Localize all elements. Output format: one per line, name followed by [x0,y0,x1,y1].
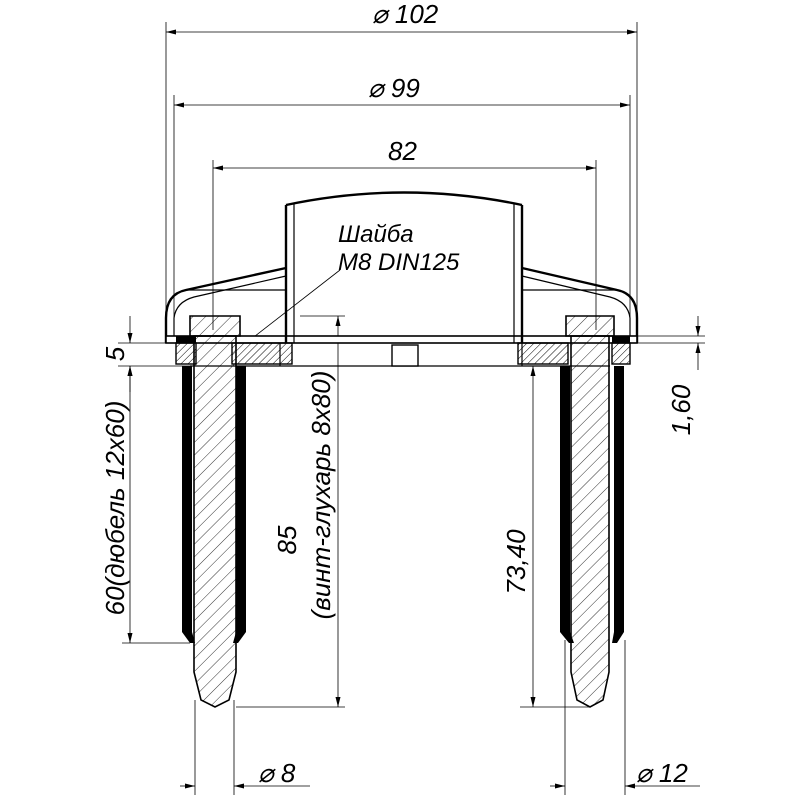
dim-screw-length: 85 [272,525,302,554]
right-screw [560,315,624,708]
washer-right [517,342,569,365]
dimension-lines [118,22,705,795]
washer-left [175,342,197,365]
dimension-texts: ⌀ 102 ⌀ 99 82 Шайба M8 DIN125 5 60(дюбел… [100,0,696,788]
base-cap [164,191,639,367]
dim-right-depth: 73,40 [501,529,531,595]
washer-label-line1: Шайба [338,221,414,248]
dim-mid-diameter: ⌀ 99 [368,73,420,103]
dim-inner-width: 82 [388,136,417,166]
dim-right-thickness: 1,60 [666,384,696,435]
dim-screw-name: (винт-глухарь 8x80) [306,371,336,620]
dim-dowel-length: 60(дюбель 12x60) [100,401,130,616]
dim-plate-thickness: 5 [100,346,130,361]
dim-dowel-diameter: ⌀ 12 [636,758,688,788]
dim-outer-diameter: ⌀ 102 [372,0,439,29]
washer-label-line2: M8 DIN125 [338,249,460,276]
left-screw [182,315,246,708]
dim-screw-diameter: ⌀ 8 [258,758,296,788]
